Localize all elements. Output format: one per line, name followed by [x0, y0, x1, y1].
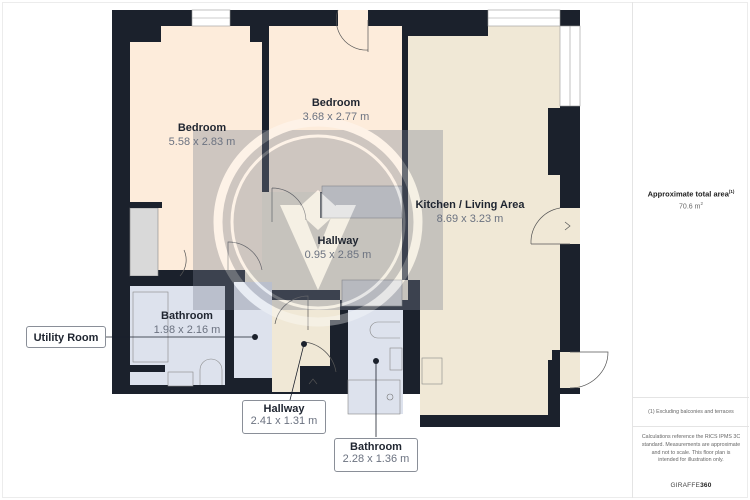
- room-bedroom-2: [269, 9, 402, 192]
- room-label-bedroom-2: Bedroom 3.68 x 2.77 m: [302, 97, 370, 123]
- room-label-hallway-1: Hallway 0.95 x 2.85 m: [304, 235, 372, 261]
- callout-bathroom-2: Bathroom 2.28 x 1.36 m: [334, 438, 418, 472]
- room-bathroom-1: [130, 286, 225, 387]
- watermark-logo: [193, 117, 443, 327]
- room-bedroom-1: [129, 26, 262, 282]
- callout-utility-room: Utility Room: [26, 326, 106, 348]
- area-value: 70.6 m2: [679, 201, 703, 211]
- room-label-kitchen-living: Kitchen / Living Area 8.69 x 3.23 m: [415, 199, 525, 225]
- brand-logo: GIRAFFE360: [670, 482, 712, 489]
- room-kitchen-living: [408, 9, 609, 417]
- disclaimer: Calculations reference the RICS IPMS 3C …: [641, 434, 741, 464]
- room-utility: [234, 282, 272, 378]
- room-bathroom-2: [347, 310, 403, 415]
- room-label-bedroom-1: Bedroom 5.58 x 2.83 m: [168, 122, 236, 148]
- total-area-panel: Approximate total area(1) 70.6 m2: [633, 2, 749, 397]
- floor-plan: [103, 9, 609, 437]
- footnote: (1) Excluding balconies and terraces: [633, 397, 749, 427]
- info-sidebar: Approximate total area(1) 70.6 m2 (1) Ex…: [632, 2, 749, 498]
- room-hallway-1: [179, 185, 408, 307]
- callout-hallway-2: Hallway 2.41 x 1.31 m: [242, 400, 326, 434]
- room-label-bathroom-1: Bathroom 1.98 x 2.16 m: [153, 310, 221, 336]
- area-title: Approximate total area(1): [647, 188, 735, 199]
